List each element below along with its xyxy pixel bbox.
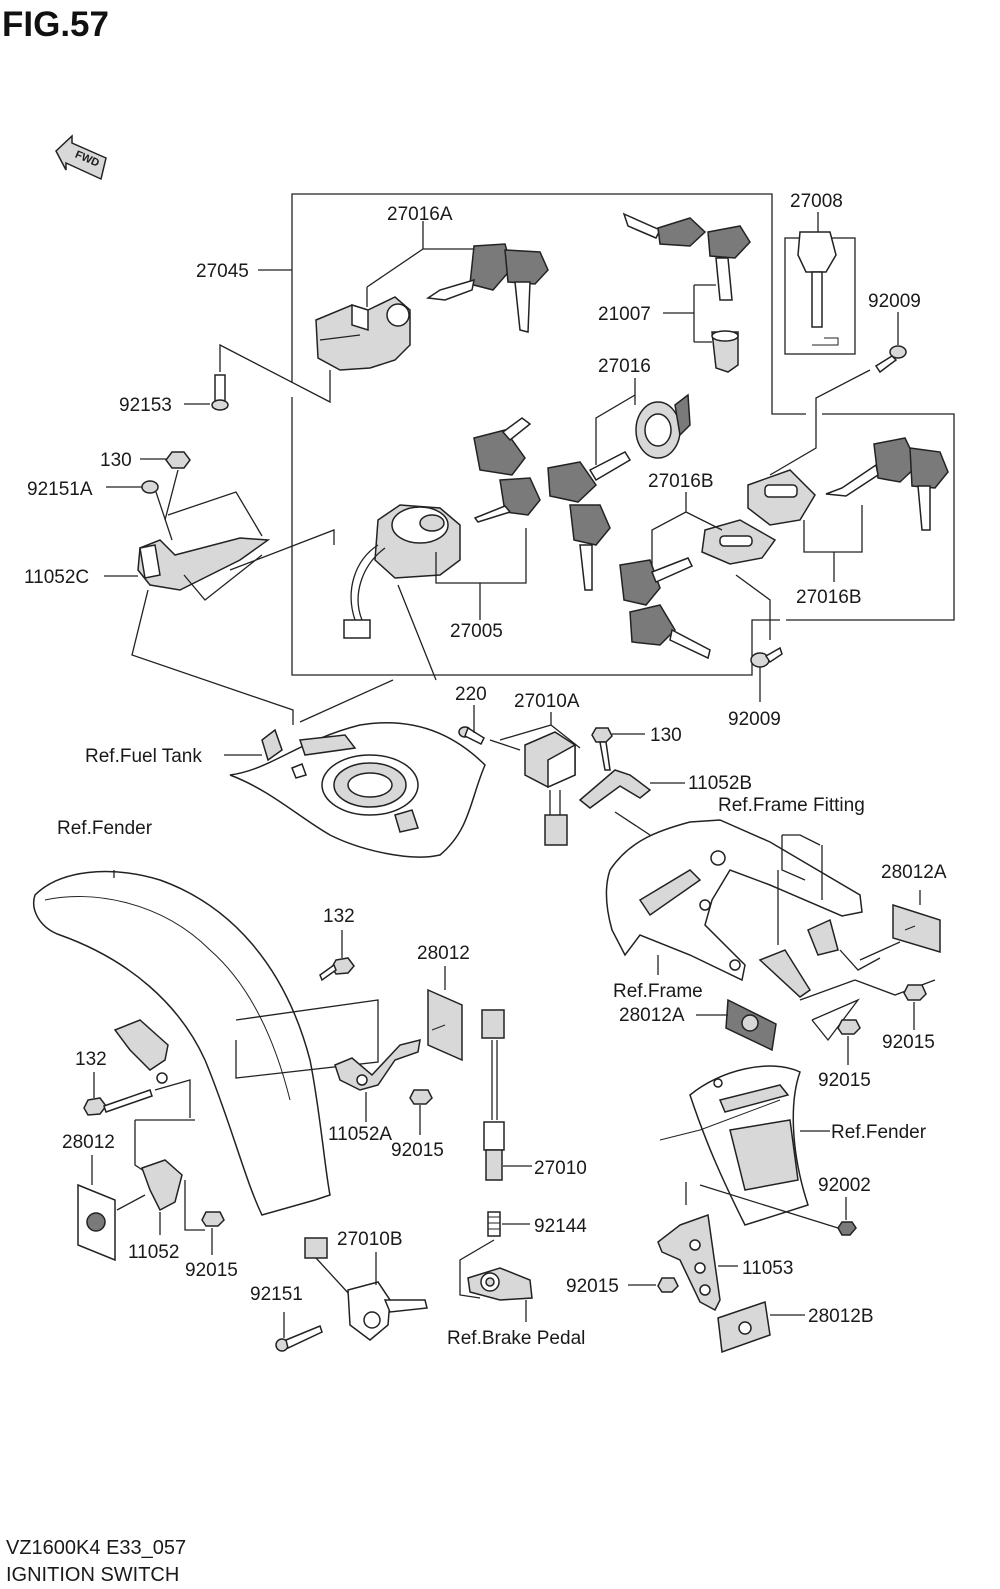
callout-27016: 27016 [598, 356, 651, 377]
callout-28012-mid: 28012 [417, 943, 470, 964]
callout-11053: 11053 [742, 1258, 793, 1279]
key-pair-27016B-right [747, 437, 949, 531]
switch-27010B [304, 1237, 428, 1341]
bolt-130-left [140, 451, 191, 469]
callout-92002: 92002 [818, 1175, 871, 1196]
callout-92015-right: 92015 [882, 1032, 935, 1053]
switch-cover-part [315, 296, 411, 371]
callout-92015-center: 92015 [391, 1140, 444, 1161]
spring-92144 [487, 1211, 530, 1237]
reflector-28012B [717, 1301, 771, 1354]
callout-92151: 92151 [250, 1284, 303, 1305]
callout-27010: 27010 [534, 1158, 587, 1179]
key-pair-27005 [473, 417, 541, 523]
reflector-28012-left [77, 1183, 116, 1262]
callout-28012A-top: 28012A [881, 862, 947, 883]
callout-28012B: 28012B [808, 1306, 874, 1327]
callout-132-left: 132 [75, 1049, 107, 1070]
callout-92009-top: 92009 [868, 291, 921, 312]
callout-27016B-mid: 27016B [648, 471, 714, 492]
callout-ref-frame-fitting: Ref.Frame Fitting [718, 795, 865, 816]
callout-130-left: 130 [100, 450, 132, 471]
frame-fitting-bracket [758, 918, 839, 998]
callout-92015-left: 92015 [185, 1260, 238, 1281]
key-pair-27016B-middle [619, 519, 777, 660]
bolt-132-left [83, 1072, 153, 1116]
bolt-220 [458, 705, 485, 746]
reflector-28012A-mid [725, 998, 777, 1052]
nut-92015-right2 [837, 1019, 861, 1065]
nut-92015-center [409, 1089, 433, 1135]
switch-27010 [481, 1009, 532, 1181]
rear-fender-ref [659, 1065, 809, 1226]
brake-pedal-ref [467, 1267, 533, 1301]
reflector-28012-mid [427, 988, 463, 1062]
callout-92153: 92153 [119, 395, 172, 416]
bolt-132-top [319, 930, 355, 982]
fuel-tank-ref [229, 722, 486, 858]
callout-ref-brake-pedal: Ref.Brake Pedal [447, 1328, 585, 1349]
callout-132-top: 132 [323, 906, 355, 927]
callout-92151A: 92151A [27, 479, 93, 500]
callout-11052: 11052 [128, 1242, 179, 1263]
screw-92151 [275, 1325, 323, 1352]
callout-ref-fender-rear: Ref.Fender [831, 1122, 927, 1143]
model-code: VZ1600K4 E33_057 [6, 1537, 186, 1559]
bracket-11053 [657, 1213, 721, 1312]
nut-92015-left [201, 1211, 225, 1255]
callout-27016A-top: 27016A [387, 204, 453, 225]
section-name: IGNITION SWITCH [6, 1564, 179, 1586]
key-pair-21007 [622, 212, 751, 373]
screw-92009-top [874, 312, 907, 374]
forward-arrow-icon: FWD [55, 134, 107, 181]
screw-92151A [106, 480, 173, 541]
bracket-11052B [578, 769, 652, 809]
front-fender-ref [33, 870, 331, 1216]
callout-27045: 27045 [196, 261, 249, 282]
callout-27008: 27008 [790, 191, 843, 212]
callout-11052C: 11052C [24, 567, 89, 588]
key-27008 [784, 212, 856, 355]
bracket-11052 [141, 1159, 183, 1212]
frame-ref [605, 819, 863, 982]
bolt-92153 [211, 374, 229, 411]
callout-11052B: 11052B [688, 773, 752, 794]
callout-27010A: 27010A [514, 691, 580, 712]
bolt-130-right [591, 727, 613, 771]
switch-27010A [524, 731, 576, 846]
key-pair-27016 [547, 451, 632, 591]
callout-ref-frame: Ref.Frame [613, 981, 703, 1002]
callout-92009-bottom: 92009 [728, 709, 781, 730]
ignition-switch-assembly-outline [258, 193, 955, 676]
bracket-11052C [137, 537, 271, 591]
nut-92015-right [903, 984, 927, 1030]
callout-27010B: 27010B [337, 1229, 403, 1250]
callout-130-right: 130 [650, 725, 682, 746]
figure-title: FIG.57 [2, 5, 109, 44]
nut-92002 [837, 1197, 857, 1236]
callout-ref-fuel-tank: Ref.Fuel Tank [85, 746, 202, 767]
screw-92009-bottom [750, 646, 783, 702]
callout-11052A: 11052A [328, 1124, 392, 1145]
bracket-11052A [334, 1038, 421, 1091]
callout-92144: 92144 [534, 1216, 587, 1237]
callout-28012A-mid: 28012A [619, 1005, 685, 1026]
key-pair-27016A [425, 243, 549, 333]
callout-21007: 21007 [598, 304, 651, 325]
callout-27005: 27005 [450, 621, 503, 642]
callout-92015-rear: 92015 [566, 1276, 619, 1297]
nut-92015-rear [628, 1277, 679, 1293]
ignition-switch-27005 [343, 504, 461, 639]
callout-27016B-right: 27016B [796, 587, 862, 608]
callout-labels: 27016A 27045 27008 92009 21007 92153 270… [24, 191, 947, 1349]
callout-92015-right2: 92015 [818, 1070, 871, 1091]
callout-28012-left: 28012 [62, 1132, 115, 1153]
callout-ref-fender-front: Ref.Fender [57, 818, 153, 839]
reflector-28012A-top [892, 903, 941, 954]
lock-cylinder-27016 [635, 393, 691, 459]
callout-220: 220 [455, 684, 487, 705]
